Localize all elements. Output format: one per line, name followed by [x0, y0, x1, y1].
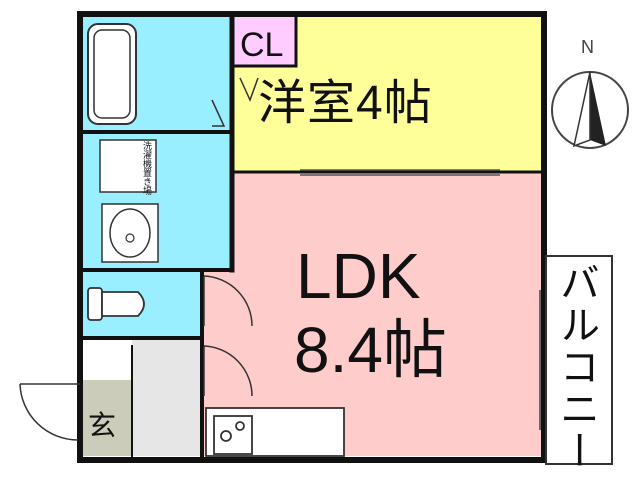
toilet-fixture — [87, 287, 145, 321]
corridor — [132, 340, 202, 456]
ldk-label: LDK — [296, 240, 421, 312]
entrance-label: 玄 — [88, 410, 117, 441]
ldk-size-label: 8.4帖 — [294, 314, 447, 386]
western-room-label: 洋室4帖 — [258, 77, 433, 130]
closet-label: CL — [240, 26, 284, 64]
north-label: N — [581, 37, 594, 57]
washer-space-label: 洗濯機置き場 — [142, 141, 152, 195]
bathtub — [87, 23, 137, 125]
washer-space — [99, 139, 157, 193]
closet-area-top — [234, 16, 296, 66]
kitchen-counter — [205, 407, 345, 457]
balcony-label: バルコニー — [554, 262, 598, 472]
washbasin — [101, 203, 159, 263]
compass-icon — [551, 71, 629, 149]
doors — [19, 77, 259, 441]
walls — [77, 11, 547, 463]
entrance-area — [82, 380, 132, 456]
sliding-door — [300, 169, 500, 176]
balcony-area — [545, 255, 613, 465]
